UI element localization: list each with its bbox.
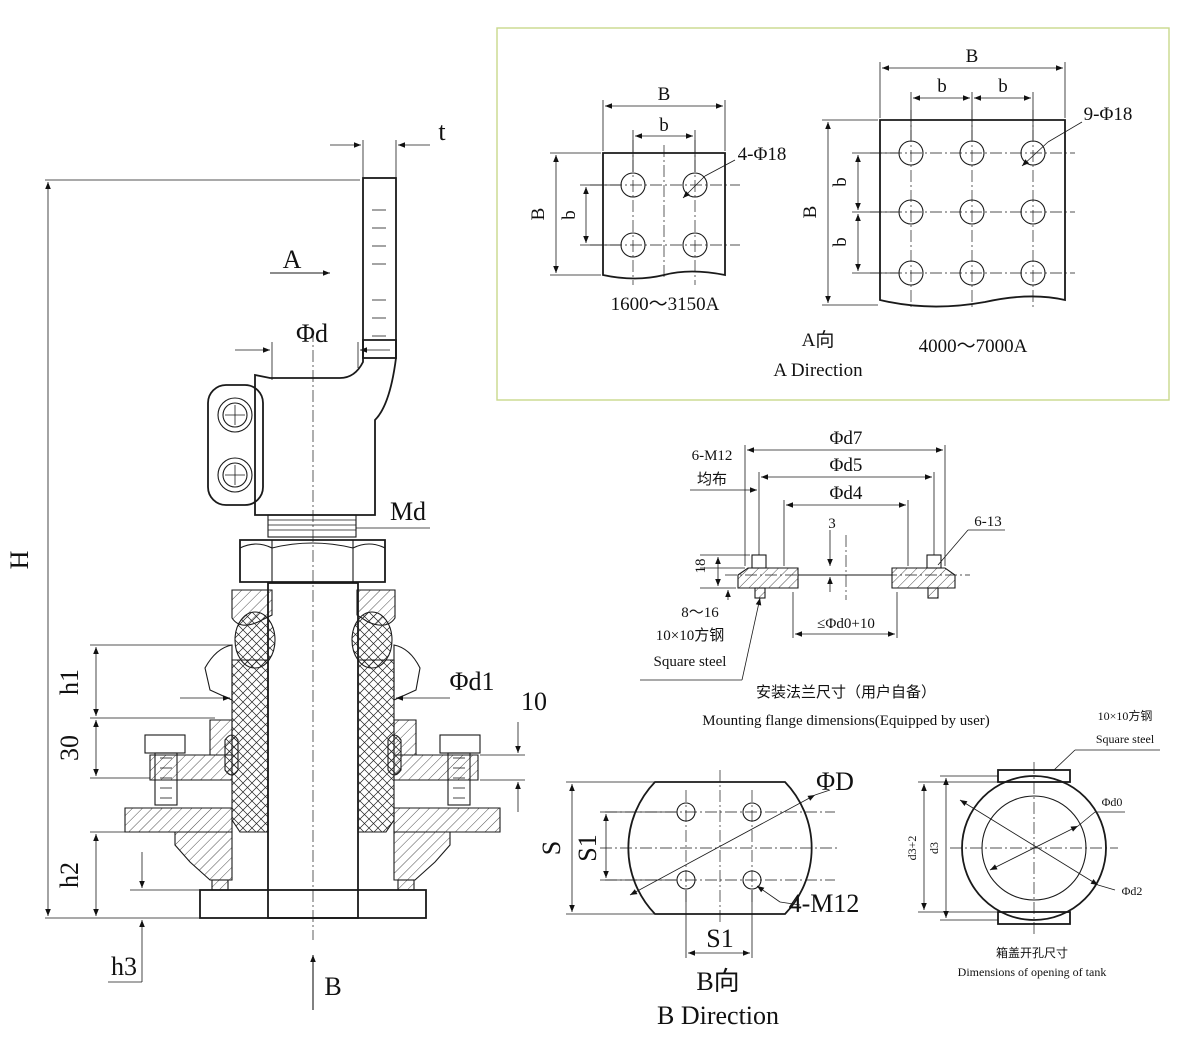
tank-title-cn: 箱盖开孔尺寸: [996, 945, 1068, 960]
dim-h3-label: h3: [111, 952, 137, 981]
a-large-b-side-1: b: [830, 177, 851, 187]
a-small-b-side: b: [559, 210, 580, 220]
b-direction-title-cn: B向: [696, 967, 739, 996]
flange-eighteen: 18: [693, 559, 709, 574]
a-direction-title-cn: A向: [802, 329, 835, 351]
dim-h1-label: h1: [55, 669, 84, 695]
tank-title-en: Dimensions of opening of tank: [958, 965, 1107, 979]
a-direction-small-plate: B b B b 4-Φ18 1600～3150A: [528, 84, 786, 315]
dim-H-label: H: [5, 550, 34, 569]
dim-t-label: t: [438, 117, 446, 146]
tank-opening-view: Φd0 Φd2 d3+2 d3 10×10方钢 Square steel 箱盖开…: [905, 708, 1160, 979]
a-small-holes: 4-Φ18: [738, 144, 787, 165]
b-direction-view: ΦD S S1 S1 4-M12 B向 B Direction: [537, 767, 859, 1030]
flange-8-16: 8～16: [681, 605, 719, 621]
b-phi-D: ΦD: [816, 767, 854, 796]
a-small-b-top: b: [659, 115, 669, 136]
a-large-holes-grid: [898, 140, 1046, 286]
dim-10-label: 10: [521, 687, 547, 716]
b-S1-bottom: S1: [706, 924, 733, 953]
view-A-label: A: [283, 245, 302, 274]
tank-square-steel-en: Square steel: [1096, 732, 1155, 746]
tank-square-steel-cn: 10×10方钢: [1098, 708, 1153, 723]
flange-square-steel-en: Square steel: [654, 654, 727, 670]
b-holes: 4-M12: [789, 889, 860, 918]
a-small-range: 1600～3150A: [611, 294, 720, 315]
a-direction-large-plate: B b b B b b 9-Φ18 4000～70: [800, 46, 1132, 357]
a-large-B-top: B: [966, 46, 979, 67]
a-large-b-top-2: b: [998, 76, 1008, 97]
flange-title-en: Mounting flange dimensions(Equipped by u…: [702, 713, 989, 729]
a-large-range: 4000～7000A: [919, 336, 1028, 357]
dim-phi-d1-label: Φd1: [449, 667, 494, 696]
a-direction-title-en: A Direction: [773, 360, 863, 381]
a-large-holes: 9-Φ18: [1084, 104, 1133, 125]
flange-phi-d5: Φd5: [830, 455, 863, 476]
flange-square-steel-cn: 10×10方钢: [656, 627, 724, 644]
a-direction-view: B b B b 4-Φ18 1600～3150A: [496, 27, 1170, 401]
clamp-bolt-upper: [217, 397, 253, 433]
a-small-B-top: B: [658, 84, 671, 105]
b-S: S: [537, 841, 566, 855]
b-S1-side: S1: [573, 834, 602, 861]
tank-d3-plus-2: d3+2: [905, 836, 919, 861]
tank-phi-d0: Φd0: [1102, 795, 1123, 809]
view-B-label: B: [324, 972, 341, 1001]
main-sectional-view: H t A Φd: [5, 117, 547, 1010]
tank-d3: d3: [927, 842, 941, 854]
flange-three: 3: [828, 516, 836, 532]
b-direction-title-en: B Direction: [657, 1001, 779, 1030]
a-small-B-side: B: [528, 208, 549, 221]
a-large-b-side-2: b: [830, 237, 851, 247]
flange-le-d0: ≤Φd0+10: [817, 616, 875, 632]
flange-bolts: 6-M12: [692, 448, 733, 464]
dim-30-label: 30: [55, 735, 84, 761]
a-large-B-side: B: [800, 206, 821, 219]
a-large-b-top-1: b: [937, 76, 947, 97]
flange-phi-d4: Φd4: [830, 483, 863, 504]
flange-title-cn: 安装法兰尺寸（用户自备）: [756, 684, 936, 701]
flange-holes: 6-13: [974, 514, 1002, 530]
dim-Md-label: Md: [390, 497, 426, 526]
dim-phi-d-label: Φd: [296, 319, 328, 348]
flange-bolts-cn: 均布: [697, 471, 727, 488]
tank-phi-d2: Φd2: [1122, 884, 1143, 898]
mounting-flange-view: Φd7 Φd5 Φd4 6-M12 均布 3 6-13 18 8～16 10×: [640, 428, 1005, 729]
flange-phi-d7: Φd7: [830, 428, 863, 449]
a-direction-frame: [496, 27, 1170, 401]
dim-h2-label: h2: [55, 862, 84, 888]
clamp-bolt-lower: [217, 457, 253, 493]
